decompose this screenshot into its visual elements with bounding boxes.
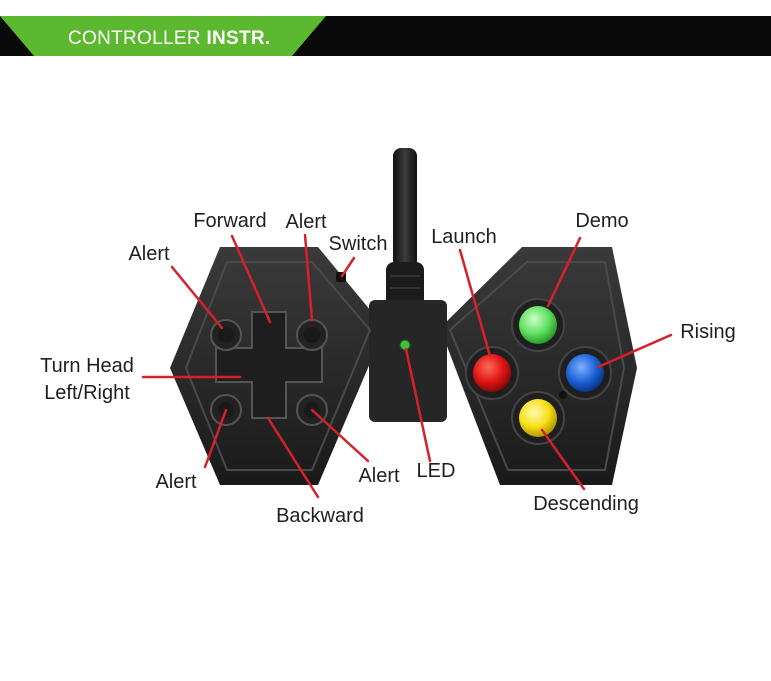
label-alert-top-center: Alert (285, 211, 327, 233)
leader-forward (230, 234, 272, 324)
label-demo: Demo (575, 210, 628, 232)
label-backward: Backward (276, 505, 364, 527)
center-hole (559, 391, 567, 399)
alert-button-top-right[interactable] (296, 319, 328, 351)
alert-button-top-left[interactable] (210, 319, 242, 351)
rising-button[interactable] (558, 346, 612, 400)
leader-rising (596, 333, 673, 369)
label-descending: Descending (533, 493, 639, 515)
demo-button[interactable] (511, 298, 565, 352)
label-launch: Launch (431, 226, 497, 248)
leader-alert-top-center (303, 233, 314, 322)
dpad[interactable] (215, 311, 323, 419)
banner-title: CONTROLLER INSTR. (68, 28, 271, 49)
leader-alert-top-left (170, 265, 224, 330)
leader-descending (540, 428, 586, 491)
label-switch: Switch (329, 233, 388, 255)
label-turn-head-line2: Left/Right (44, 382, 130, 404)
leader-switch (340, 256, 356, 278)
labels: Forward Alert Alert Switch Launch Demo R… (40, 210, 736, 527)
leader-alert-bottom-right (310, 408, 370, 463)
label-forward: Forward (193, 210, 266, 232)
antenna (386, 148, 424, 308)
leader-lines (141, 233, 673, 499)
header-banner: CONTROLLER INSTR. (0, 16, 771, 56)
label-alert-bottom-left: Alert (155, 471, 197, 493)
leader-demo (546, 236, 582, 308)
leader-alert-bottom-left (203, 408, 228, 469)
label-alert-top-left: Alert (128, 243, 170, 265)
leader-backward (266, 416, 320, 499)
leader-led (404, 347, 432, 463)
launch-button[interactable] (465, 346, 519, 400)
banner-accent (0, 16, 326, 56)
label-alert-bottom-right: Alert (358, 465, 400, 487)
label-turn-head-line1: Turn Head (40, 355, 134, 377)
label-rising: Rising (680, 321, 736, 343)
leader-launch (458, 248, 492, 358)
descending-button[interactable] (511, 391, 565, 445)
label-led: LED (417, 460, 456, 482)
